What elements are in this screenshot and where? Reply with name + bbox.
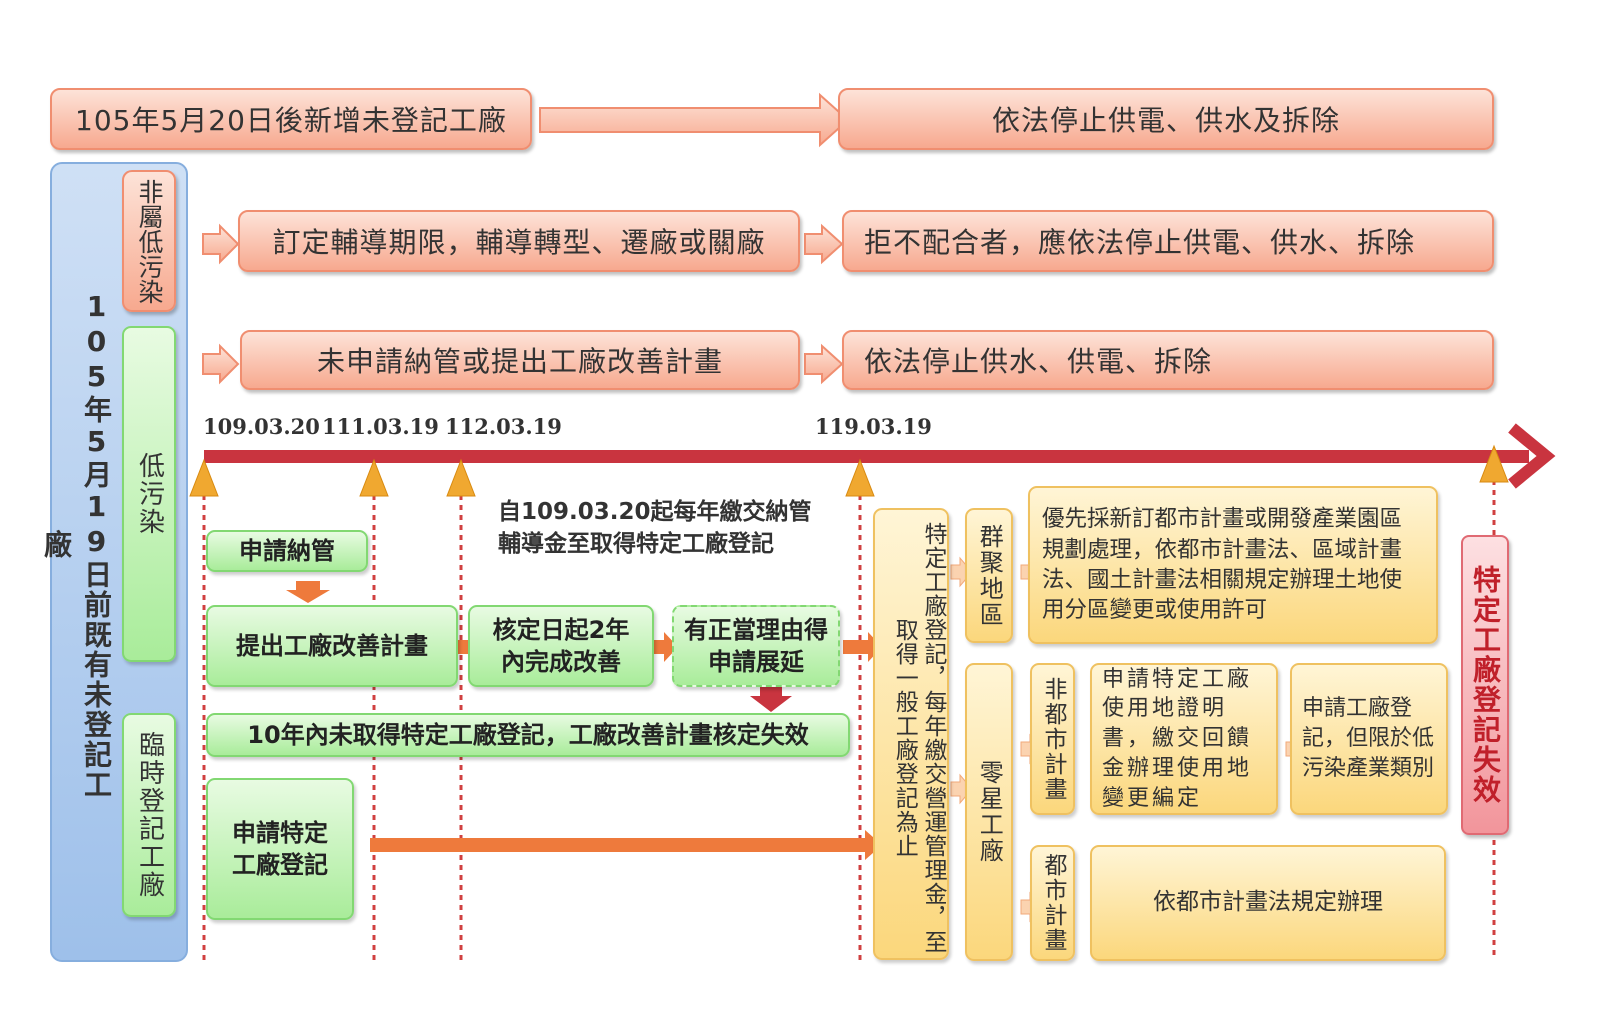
- date-label-1: 109.03.20: [203, 414, 320, 439]
- new-factories-result-box: 依法停止供電、供水及拆除: [838, 88, 1494, 150]
- extension-down-arrow: [750, 686, 792, 712]
- row2-in-arrow: [202, 223, 240, 265]
- urban-plan-text: 依都市計畫法規定辦理: [1090, 845, 1446, 961]
- submit-improvement-plan-box: 提出工廠改善計畫: [206, 605, 458, 687]
- non-urban-plan-text: 申請特定工廠使用地證明書，繳交回饋金辦理使用地變更編定: [1090, 663, 1278, 815]
- apply-special-registration-box: 申請特定工廠登記: [206, 778, 354, 920]
- timeline-bar: [204, 450, 1529, 463]
- category-low-pollution: 低污染: [122, 326, 176, 662]
- special-registration-expiry-box: 特定工廠登記失效: [1461, 535, 1509, 835]
- non-urban-plan-label: 非都市計畫: [1030, 663, 1075, 815]
- urban-plan-label: 都市計畫: [1030, 845, 1075, 961]
- category-temporary-registration: 臨時登記工廠: [122, 713, 176, 917]
- noncompliance-result-box: 拒不配合者，應依法停止供電、供水、拆除: [842, 210, 1494, 272]
- category-non-low-pollution: 非屬低污染: [122, 170, 176, 312]
- new-factories-box: 105年5月20日後新增未登記工廠: [50, 88, 532, 150]
- date-label-4: 119.03.19: [815, 414, 932, 439]
- extension-box: 有正當理由得申請展延: [672, 605, 840, 687]
- date-label-3: 112.03.19: [445, 414, 562, 439]
- cluster-area-label: 群聚地區: [965, 508, 1013, 643]
- no-application-box: 未申請納管或提出工廠改善計畫: [240, 330, 800, 390]
- no-application-result-box: 依法停止供水、供電、拆除: [842, 330, 1494, 390]
- fee-note: 自109.03.20起每年繳交納管輔導金至取得特定工廠登記: [498, 499, 812, 558]
- row2-mid-arrow: [804, 223, 844, 265]
- existing-factories-title: 105年5月19日前既有未登記工廠: [40, 290, 113, 800]
- apply-management-box: 申請納管: [206, 530, 368, 572]
- row3-in-arrow: [202, 343, 240, 385]
- top-flow-arrow: [539, 92, 850, 148]
- date-label-2: 111.03.19: [322, 414, 439, 439]
- guidance-deadline-box: 訂定輔導期限，輔導轉型、遷廠或關廠: [238, 210, 800, 272]
- non-urban-plan-result: 申請工廠登記，但限於低污染產業類別: [1290, 663, 1448, 815]
- operation-fee-box: 特定工廠登記，每年繳交營運管理金，至取得一般工廠登記為止: [873, 508, 949, 960]
- timeline-markers: [189, 444, 1509, 497]
- row3-mid-arrow: [804, 343, 844, 385]
- complete-improvement-box: 核定日起2年內完成改善: [468, 605, 654, 687]
- ten-year-invalid-box: 10年內未取得特定工廠登記，工廠改善計畫核定失效: [206, 713, 850, 757]
- cluster-area-text: 優先採新訂都市計畫或開發產業園區規劃處理，依都市計畫法、區域計畫法、國土計畫法相…: [1028, 486, 1438, 644]
- timeline-arrowhead: [1508, 423, 1556, 489]
- scattered-factory-label: 零星工廠: [965, 663, 1013, 961]
